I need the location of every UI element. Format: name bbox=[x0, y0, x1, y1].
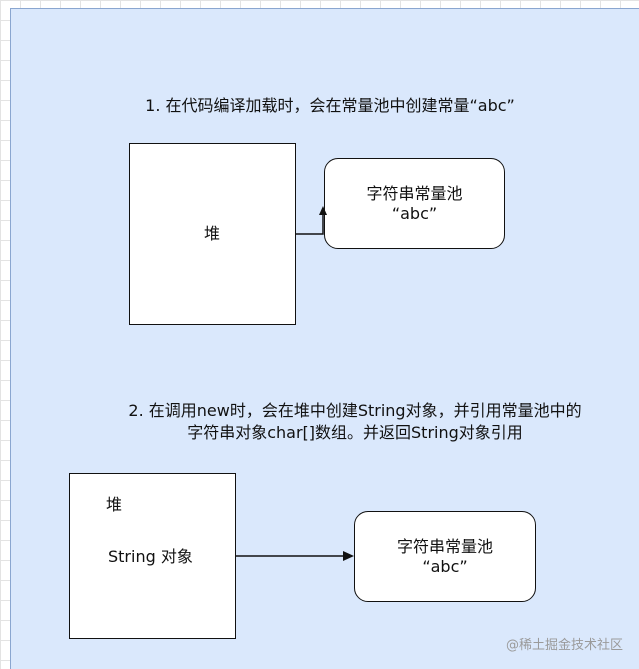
step1-heap-box[interactable]: 堆 bbox=[129, 143, 296, 325]
step2-arrowhead bbox=[343, 551, 354, 561]
step1-pool-value: “abc” bbox=[391, 203, 438, 223]
watermark: @稀土掘金技术社区 bbox=[505, 638, 623, 653]
step1-caption: 1. 在代码编译加载时，会在常量池中创建常量“abc” bbox=[145, 96, 515, 115]
step1-heap-label: 堆 bbox=[204, 224, 221, 243]
step2-string-pool-box[interactable]: 字符串常量池 “abc” bbox=[354, 511, 536, 602]
step1-pool-title: 字符串常量池 bbox=[366, 183, 463, 203]
step2-caption-line2: 字符串对象char[]数组。并返回String对象引用 bbox=[187, 423, 523, 442]
step2-pool-title: 字符串常量池 bbox=[396, 536, 493, 556]
step2-caption-line1: 2. 在调用new时，会在堆中创建String对象，并引用常量池中的 bbox=[128, 401, 582, 420]
step1-arrow[interactable] bbox=[296, 214, 324, 235]
step1-arrowhead bbox=[319, 206, 327, 215]
step2-pool-value: “abc” bbox=[422, 556, 468, 576]
step1-string-pool-box[interactable]: 字符串常量池 “abc” bbox=[324, 158, 505, 249]
step2-heap-box[interactable]: 堆 String 对象 bbox=[69, 473, 236, 639]
step2-string-object-label: String 对象 bbox=[108, 547, 193, 566]
step2-heap-label: 堆 bbox=[106, 495, 123, 514]
